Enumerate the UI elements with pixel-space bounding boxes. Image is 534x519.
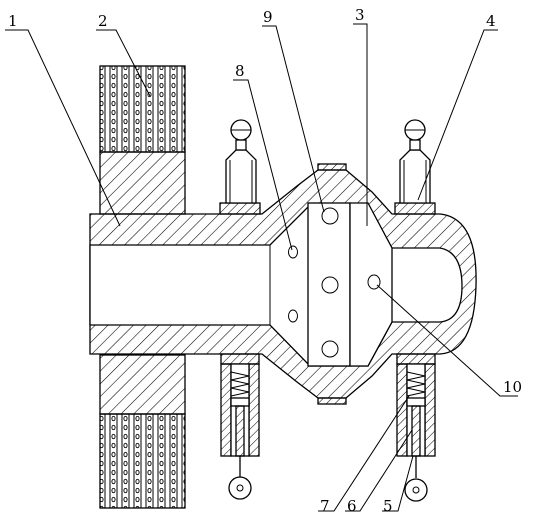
bottom-plunger-left bbox=[220, 353, 260, 500]
nozzle-base bbox=[219, 202, 261, 215]
plunger-rod bbox=[235, 405, 245, 457]
core-block bbox=[307, 202, 351, 367]
top-cap bbox=[317, 163, 347, 171]
bottom-cap bbox=[317, 397, 347, 405]
hole-8 bbox=[288, 245, 298, 259]
label-7: 7 bbox=[320, 497, 330, 515]
bottom-plunger-right bbox=[396, 353, 436, 502]
plunger-rod bbox=[411, 405, 421, 457]
leader-lines bbox=[5, 23, 518, 512]
label-8: 8 bbox=[235, 62, 245, 80]
label-9: 9 bbox=[263, 8, 273, 26]
holes bbox=[288, 207, 381, 358]
label-1: 1 bbox=[8, 12, 18, 30]
plunger-wall-right bbox=[248, 363, 260, 457]
top-nozzle-left bbox=[219, 119, 261, 215]
spring-icon bbox=[230, 371, 250, 397]
hole-9 bbox=[321, 207, 339, 225]
hole-core-bottom bbox=[321, 340, 339, 358]
top-nozzle-right bbox=[394, 119, 436, 215]
spring-icon bbox=[406, 371, 426, 397]
label-5: 5 bbox=[383, 497, 393, 515]
leader-1 bbox=[5, 29, 121, 227]
brush-hub-bottom bbox=[99, 354, 186, 415]
label-6: 6 bbox=[347, 497, 357, 515]
plunger-wall-left bbox=[220, 363, 232, 457]
central-housing bbox=[89, 163, 477, 405]
leader-6 bbox=[345, 429, 413, 512]
leader-3 bbox=[353, 23, 368, 226]
leader-7 bbox=[318, 395, 410, 512]
label-4: 4 bbox=[486, 12, 496, 30]
brush-bristles-bottom bbox=[99, 413, 186, 509]
leader-4 bbox=[417, 29, 498, 201]
brush-hub-top bbox=[99, 151, 186, 215]
label-10: 10 bbox=[503, 378, 522, 396]
hole-core-mid bbox=[321, 276, 339, 294]
hole-10 bbox=[367, 274, 381, 290]
nozzle-base bbox=[394, 202, 436, 215]
leader-10 bbox=[376, 284, 518, 397]
roller-icon bbox=[228, 476, 252, 500]
leader-9 bbox=[262, 25, 325, 213]
hole-8b bbox=[288, 309, 298, 323]
label-2: 2 bbox=[98, 12, 108, 30]
part-labels: 1 2 3 4 5 6 7 8 9 10 bbox=[8, 6, 522, 515]
brush-bristles-top bbox=[99, 65, 186, 153]
leader-8 bbox=[233, 79, 293, 251]
leader-5 bbox=[382, 455, 414, 512]
plunger-wall-right bbox=[424, 363, 436, 457]
label-3: 3 bbox=[355, 6, 365, 24]
leader-2 bbox=[96, 29, 151, 97]
brush-wheel bbox=[99, 65, 186, 509]
plunger-wall-left bbox=[396, 363, 408, 457]
core-wedge bbox=[349, 202, 393, 367]
roller-icon bbox=[404, 478, 428, 502]
